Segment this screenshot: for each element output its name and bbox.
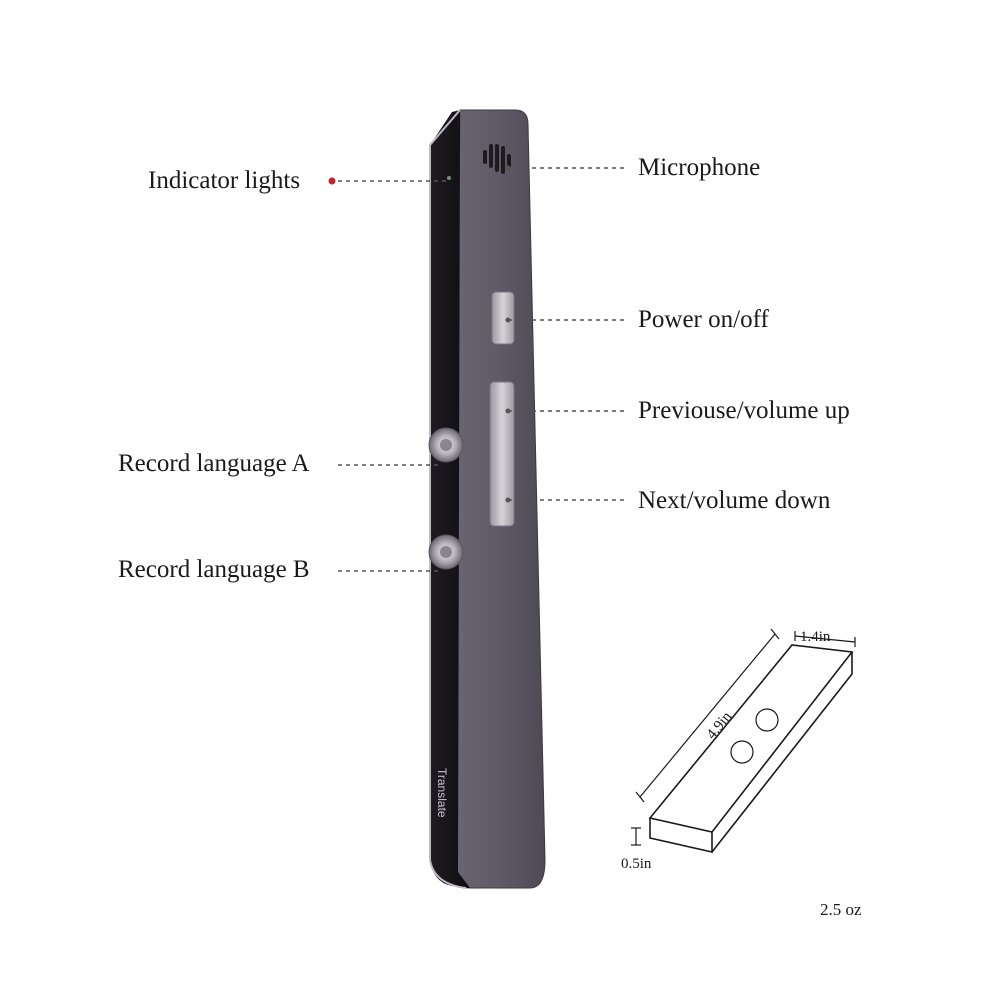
microphone-grille-icon (483, 144, 511, 174)
volume-up-label: Previouse/volume up (638, 397, 850, 424)
brand-text: Translate (435, 768, 449, 818)
volume-down-label: Next/volume down (638, 487, 831, 514)
microphone-label: Microphone (638, 154, 761, 181)
thickness-label: 0.5in (621, 856, 652, 872)
width-label: 1.4in (800, 629, 831, 645)
record-b-label: Record language B (118, 556, 310, 583)
power-button[interactable] (491, 291, 515, 345)
indicator-light (447, 176, 451, 180)
leader-lines (338, 167, 628, 572)
volume-rocker[interactable] (489, 381, 515, 527)
dimension-sketch (631, 628, 856, 854)
power-label: Power on/off (638, 306, 769, 333)
leader-end-dots (505, 165, 511, 503)
indicator-lights-label: Indicator lights (148, 167, 301, 194)
indicator-dot-icon (328, 177, 336, 185)
weight-label: 2.5 oz (820, 900, 862, 919)
record-a-button[interactable] (428, 427, 464, 463)
record-a-label: Record language A (118, 450, 310, 477)
record-b-button[interactable] (428, 534, 464, 570)
